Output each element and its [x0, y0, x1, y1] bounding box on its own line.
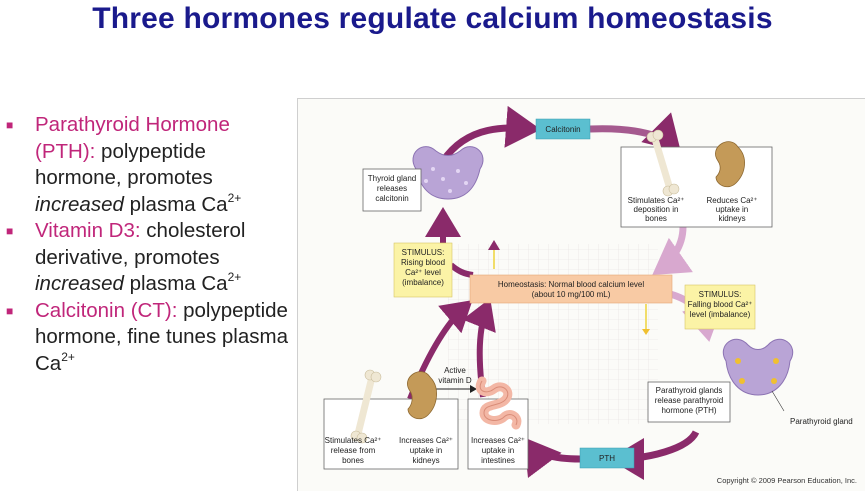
- copyright-note: Copyright © 2009 Pearson Education, Inc.: [716, 476, 857, 485]
- bullet-vitamin-d3: Vitamin D3: cholesterol derivative, prom…: [6, 218, 288, 298]
- pth-box: [579, 447, 635, 469]
- thyroid-text-2: releases: [377, 184, 407, 193]
- bullet-term: Parathyroid Hormone (PTH):: [35, 113, 230, 163]
- bullet-text: Calcitonin (CT): polypeptide hormone, fi…: [35, 298, 288, 375]
- bullet-term: Vitamin D3:: [35, 219, 141, 242]
- bullet-list: Parathyroid Hormone (PTH): polypeptide h…: [6, 112, 288, 377]
- stimulus-falling-1: STIMULUS:: [699, 290, 742, 299]
- arrow-thyroid-to-calcitonin: [440, 105, 541, 164]
- stimulus-rising-2: Rising blood: [401, 258, 445, 267]
- stimulus-falling-box: [684, 284, 756, 330]
- bullet-calcitonin: Calcitonin (CT): polypeptide hormone, fi…: [6, 298, 288, 378]
- increase-intestines-3: intestines: [481, 456, 515, 465]
- calcitonin-box: [535, 118, 591, 140]
- parathyroid-release-3: hormone (PTH): [661, 406, 716, 415]
- stimulus-rising-box: [393, 242, 453, 298]
- thyroid-text-3: calcitonin: [375, 194, 408, 203]
- parathyroid-pointer: [771, 390, 785, 412]
- slide-title: Three hormones regulate calcium homeosta…: [92, 2, 773, 35]
- increase-kidneys-1: Increases Ca²⁺: [399, 436, 453, 445]
- reduce-kidneys-2: uptake in: [716, 205, 748, 214]
- homeostasis-box: [469, 274, 673, 304]
- bullet-square-icon: [6, 112, 35, 139]
- pth-label: PTH: [599, 454, 615, 463]
- thyroid-release-box: [362, 168, 422, 212]
- parathyroid-release-2: release parathyroid: [655, 396, 723, 405]
- stimulus-falling-3: level (imbalance): [690, 310, 751, 319]
- bullet-pth: Parathyroid Hormone (PTH): polypeptide h…: [6, 112, 288, 218]
- bullet-square-icon: [6, 298, 35, 325]
- stimulus-rising-4: (imbalance): [402, 278, 444, 287]
- thyroid-text-1: Thyroid gland: [368, 174, 416, 183]
- calcitonin-label: Calcitonin: [545, 125, 580, 134]
- homeostasis-1: Homeostasis: Normal blood calcium level: [498, 280, 645, 289]
- bullet-square-icon: [6, 218, 35, 245]
- increase-intestines-2: uptake in: [482, 446, 514, 455]
- kidney-icon-bottom: [407, 371, 437, 420]
- diagram-canvas: Calcitonin Thyroid gland releases calcit…: [323, 105, 853, 480]
- bone-icon-bottom: [350, 369, 382, 444]
- reduce-kidneys-3: kidneys: [718, 214, 745, 223]
- arrow-calcitonin-to-effects: [589, 112, 681, 152]
- intestines-box: [467, 398, 529, 470]
- increase-intestines-1: Increases Ca²⁺: [471, 436, 525, 445]
- bullet-text: Vitamin D3: cholesterol derivative, prom…: [35, 219, 246, 295]
- bullet-text: Parathyroid Hormone (PTH): polypeptide h…: [35, 113, 242, 216]
- parathyroid-release-box: [647, 381, 731, 423]
- homeostasis-2: (about 10 mg/100 mL): [532, 290, 611, 299]
- calcium-homeostasis-diagram: Calcitonin Thyroid gland releases calcit…: [297, 98, 865, 491]
- pth-targets-box: [323, 398, 459, 470]
- arrow-rising-link: [449, 262, 474, 278]
- stim-bones-3: bones: [645, 214, 667, 223]
- calcitonin-effects-box: [620, 146, 773, 228]
- reduce-kidneys-1: Reduces Ca²⁺: [707, 196, 758, 205]
- active-vitd-2: vitamin D: [438, 376, 472, 385]
- stim-bones-1: Stimulates Ca²⁺: [628, 196, 685, 205]
- arrow-effects-to-homeostasis: [652, 226, 693, 276]
- parathyroid-gland-icon: [723, 338, 793, 396]
- bone-icon: [646, 129, 680, 197]
- increase-kidneys-2: uptake in: [410, 446, 442, 455]
- stimulus-rising-3: Ca²⁺ level: [405, 268, 441, 277]
- stimulus-falling-2: Falling blood Ca²⁺: [688, 300, 753, 309]
- stim-bones-2: deposition in: [634, 205, 679, 214]
- kidney-icon: [715, 141, 745, 188]
- arrow-pth-to-targets: [523, 437, 581, 478]
- active-vitd-1: Active: [444, 366, 466, 375]
- stimulus-rising-1: STIMULUS:: [402, 248, 445, 257]
- increase-kidneys-3: kidneys: [412, 456, 439, 465]
- bullet-term: Calcitonin (CT):: [35, 298, 178, 322]
- falling-arrowhead: [642, 329, 650, 335]
- parathyroid-gland-label: Parathyroid gland: [790, 417, 853, 426]
- release-bones-1: Stimulates Ca²⁺: [325, 436, 382, 445]
- parathyroid-release-1: Parathyroid glands: [656, 386, 723, 395]
- intestines-icon: [475, 376, 522, 430]
- release-bones-2: release from: [331, 446, 376, 455]
- release-bones-3: bones: [342, 456, 364, 465]
- thyroid-gland-icon: [412, 146, 484, 200]
